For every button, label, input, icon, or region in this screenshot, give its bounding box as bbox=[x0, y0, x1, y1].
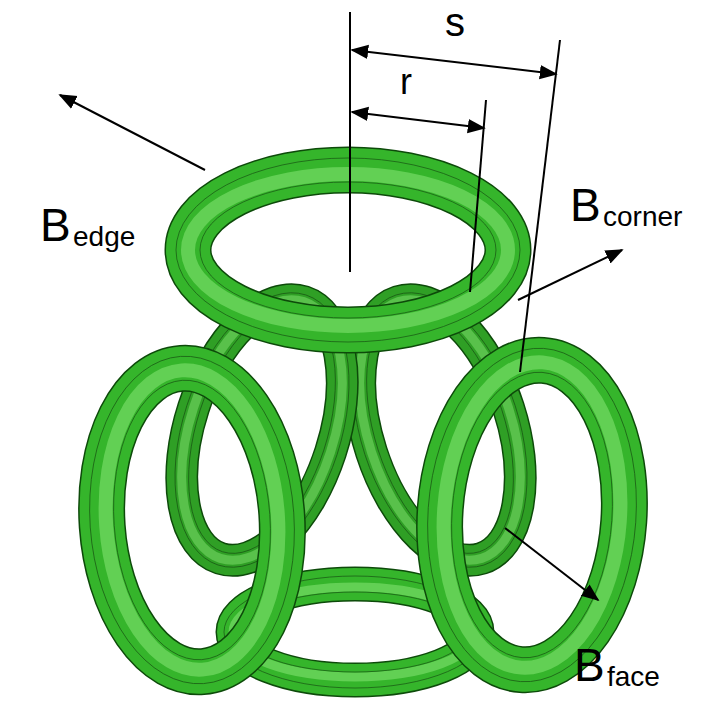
field-subscript: edge bbox=[73, 222, 135, 253]
torus-front-right bbox=[417, 341, 648, 689]
field-symbol: B bbox=[570, 180, 601, 231]
torus-top bbox=[176, 158, 520, 342]
field-symbol: B bbox=[40, 200, 71, 251]
dimension-label: r bbox=[400, 62, 412, 102]
field-subscript: corner bbox=[603, 202, 682, 233]
field-symbol: B bbox=[574, 640, 605, 691]
torus-front-left bbox=[79, 349, 305, 690]
dimension-label: s bbox=[445, 0, 465, 44]
field-arrows bbox=[60, 95, 622, 600]
field-subscript: face bbox=[607, 662, 660, 693]
dimension-lines bbox=[350, 12, 560, 372]
